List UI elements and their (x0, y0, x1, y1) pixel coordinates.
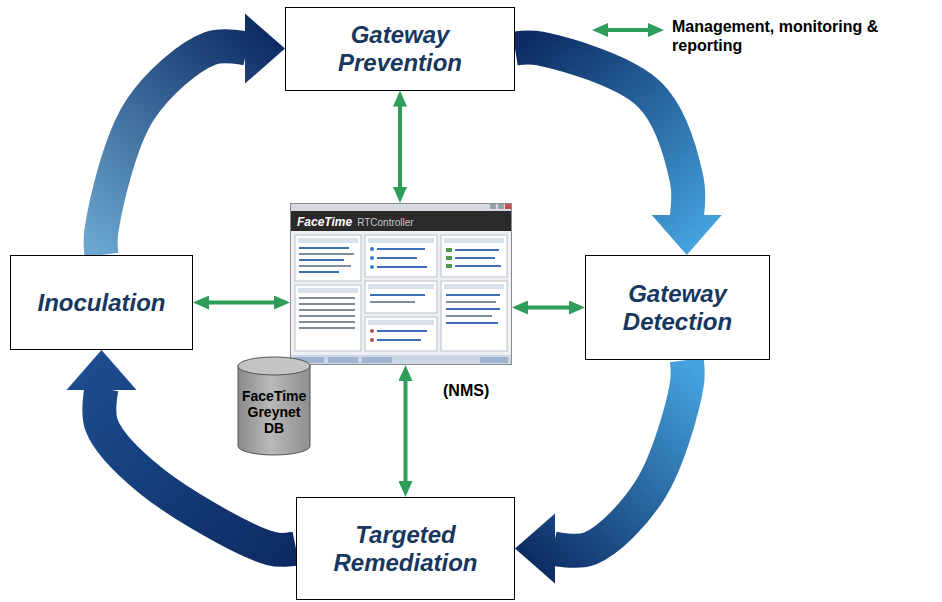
window-chrome (290, 203, 512, 211)
cylinder-body (238, 365, 310, 455)
app-header: FaceTime RTController (291, 212, 511, 232)
app-title: FaceTime (297, 215, 352, 229)
text-wrap: Targeted Remediation (321, 521, 491, 576)
management-link-line (201, 301, 282, 305)
legend-arrow-line (600, 28, 656, 32)
cylinder-top (238, 357, 310, 375)
cycle-arrow-head (67, 350, 137, 390)
text-wrap: FaceTime Greynet DB (242, 388, 306, 436)
cycle-arrow (101, 14, 285, 256)
app-subtitle: RTController (357, 217, 414, 228)
stage-label: Gateway Detection (603, 280, 753, 335)
nms-screenshot: FaceTimeRTController(NMS) (290, 203, 512, 365)
database-cylinder: FaceTime Greynet DB (237, 356, 311, 456)
management-link (520, 307, 577, 308)
stage-label: Gateway Prevention (325, 21, 475, 76)
cycle-arrow-body (101, 46, 247, 255)
management-link (201, 302, 282, 303)
stage-box: Gateway Prevention (285, 7, 515, 91)
management-link-line (520, 306, 577, 310)
cycle-arrow-body (515, 48, 688, 217)
cycle-arrow (515, 48, 722, 255)
cycle-arrow-head (652, 215, 722, 255)
management-link (400, 99, 401, 196)
stage-box: Gateway Detection (585, 255, 770, 360)
management-link-line (398, 99, 402, 196)
system-label: (NMS) (443, 382, 489, 400)
legend-text: Management, monitoring & reporting (672, 17, 887, 55)
text-wrap: Gateway Detection (603, 280, 753, 335)
stage-label: Targeted Remediation (321, 521, 491, 576)
text-wrap: Gateway Prevention (325, 21, 475, 76)
cycle-arrow (515, 360, 688, 584)
screenshot-ground (290, 203, 512, 365)
cycle-arrow-head (515, 514, 555, 584)
text-wrap: Inoculation (38, 289, 166, 317)
database-label: FaceTime Greynet DB (242, 388, 306, 436)
stage-label: Inoculation (38, 289, 166, 317)
taskbar (290, 355, 512, 365)
management-link (405, 373, 406, 489)
cycle-arrow-body (553, 360, 688, 551)
cycle-arrow-head (245, 14, 285, 84)
legend-arrow (588, 19, 668, 41)
management-link-line (404, 373, 408, 489)
app-header-bar (290, 211, 512, 231)
legend: Management, monitoring & reporting (672, 17, 887, 55)
stage-box: Targeted Remediation (296, 497, 515, 600)
stage-box: Inoculation (10, 255, 193, 350)
dashboard-panels (295, 235, 507, 351)
